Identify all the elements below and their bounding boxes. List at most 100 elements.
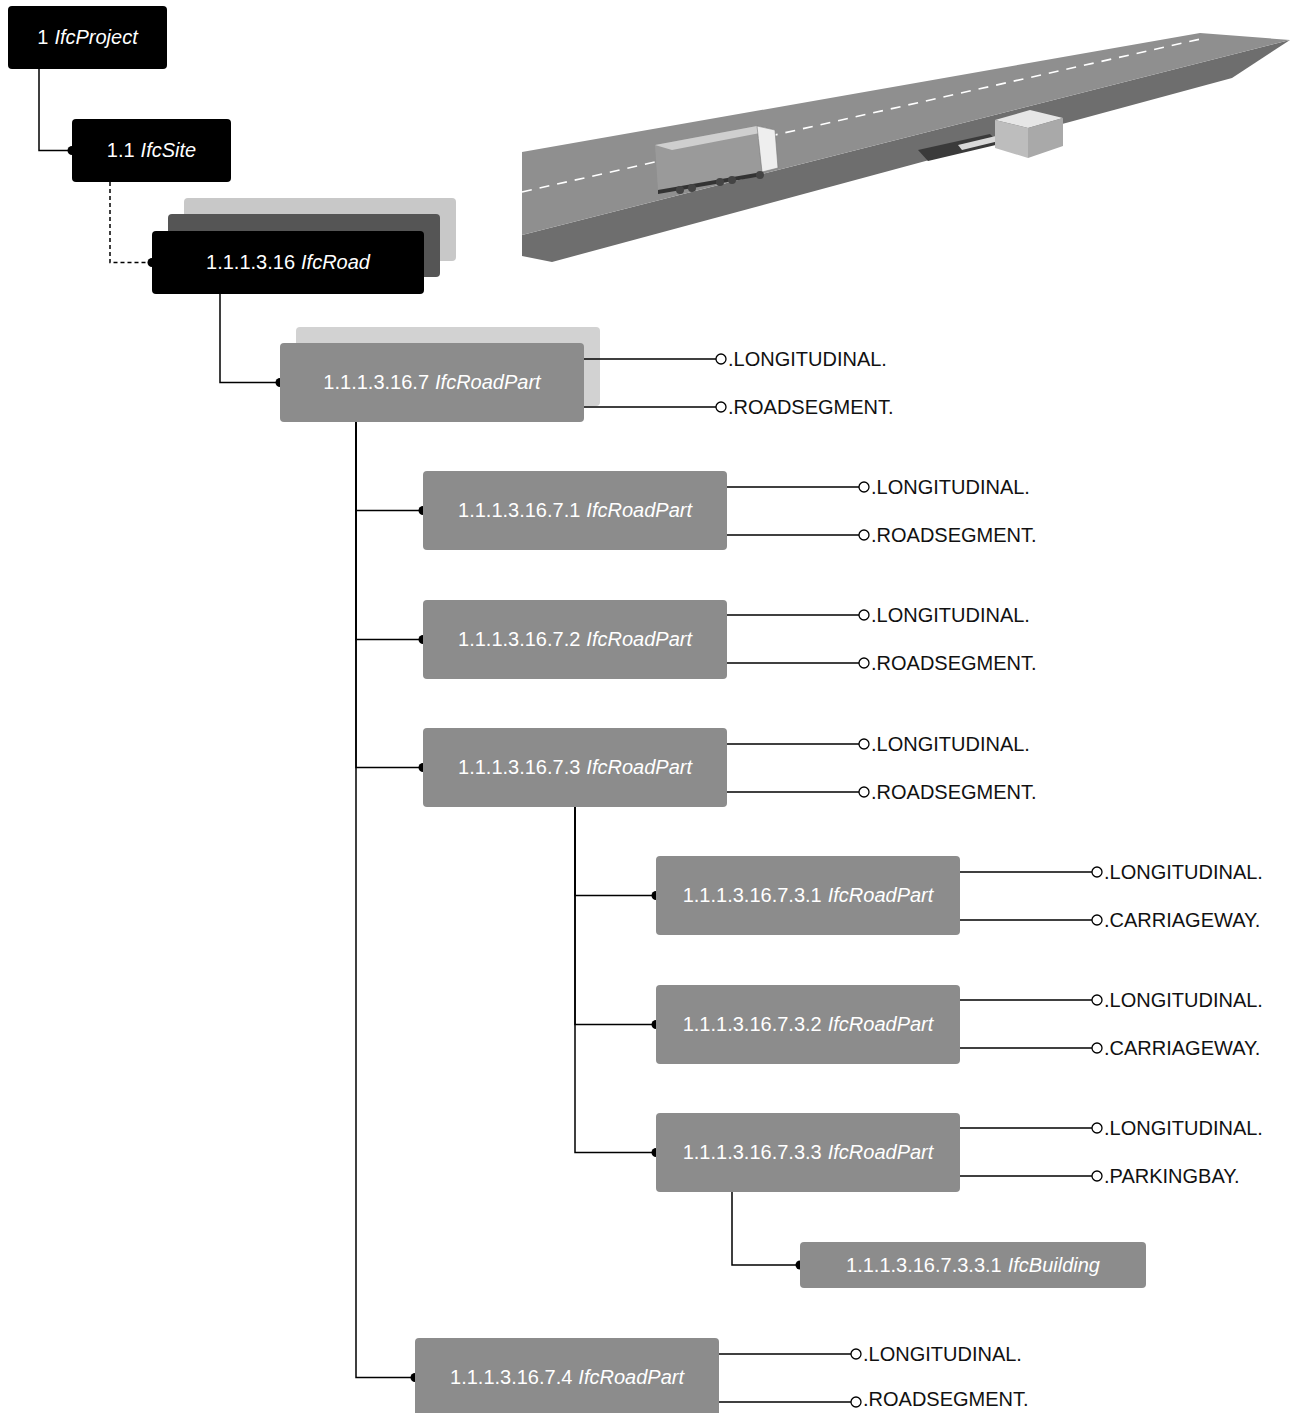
entity-box: 1IfcProject [8, 6, 167, 69]
entity-number: 1.1.1.3.16.7 [323, 371, 429, 394]
leader-line [727, 791, 859, 792]
leader-circle [851, 1349, 861, 1359]
tree-connector [39, 69, 77, 155]
entity-box: 1.1.1.3.16.7.3.1 IfcRoadPart [656, 856, 960, 935]
entity-class: IfcRoadPart [828, 1141, 934, 1164]
enum-label: .LONGITUDINAL. [871, 733, 1030, 756]
tree-connector [575, 807, 661, 1029]
entity-class: IfcRoadPart [586, 756, 692, 779]
entity-number: 1.1 [107, 139, 135, 162]
leader-line [960, 1175, 1092, 1176]
leader-circle [1092, 867, 1102, 877]
leader-line [719, 1353, 851, 1354]
entity-class: IfcSite [141, 139, 197, 162]
leader-line [960, 999, 1092, 1000]
enum-label: .LONGITUDINAL. [863, 1343, 1022, 1366]
entity-number: 1.1.1.3.16.7.3.3.1 [846, 1254, 1002, 1277]
tree-connector [356, 422, 428, 644]
tree-connector [356, 422, 428, 772]
entity-number: 1.1.1.3.16.7.3.1 [683, 884, 822, 907]
leader-circle [859, 787, 869, 797]
enum-label: .PARKINGBAY. [1104, 1165, 1240, 1188]
leader-line [584, 358, 716, 359]
entity-box: 1.1.1.3.16.7.1 IfcRoadPart [423, 471, 727, 550]
leader-circle [851, 1397, 861, 1407]
leader-circle [716, 354, 726, 364]
entity-class: IfcProject [54, 26, 137, 49]
leader-circle [859, 658, 869, 668]
entity-box: 1.1.1.3.16.7.2 IfcRoadPart [423, 600, 727, 679]
entity-class: IfcRoadPart [586, 628, 692, 651]
leader-circle [1092, 995, 1102, 1005]
truck-wheel [688, 184, 696, 192]
entity-class: IfcRoadPart [435, 371, 541, 394]
building-front [995, 120, 1028, 158]
truck-chassis [658, 172, 762, 194]
entity-class: IfcRoadPart [586, 499, 692, 522]
leader-circle [1092, 1171, 1102, 1181]
leader-circle [859, 530, 869, 540]
truck-roof [655, 126, 775, 150]
enum-label: .CARRIAGEWAY. [1104, 1037, 1260, 1060]
entity-box: 1.1.1.3.16.7.3.3IfcRoadPart [656, 1113, 960, 1192]
entity-box: 1.1 IfcSite [72, 119, 231, 182]
entity-box: 1.1.1.3.16.7.3.3.1 IfcBuilding [800, 1242, 1146, 1288]
entity-box: 1.1.1.3.16.7.3 IfcRoadPart [423, 728, 727, 807]
enum-label: .LONGITUDINAL. [1104, 989, 1263, 1012]
leader-circle [1092, 1123, 1102, 1133]
entity-box: 1.1.1.3.16.7 IfcRoadPart [280, 343, 584, 422]
entity-box: 1.1.1.3.16.7.3.2 IfcRoadPart [656, 985, 960, 1064]
enum-label: .LONGITUDINAL. [1104, 1117, 1263, 1140]
building-side [1028, 118, 1063, 158]
leader-circle [859, 739, 869, 749]
leader-line [960, 919, 1092, 920]
leader-circle [1092, 1043, 1102, 1053]
entity-number: 1.1.1.3.16.7.2 [458, 628, 580, 651]
leader-line [960, 1127, 1092, 1128]
enum-label: .LONGITUDINAL. [728, 348, 887, 371]
leader-circle [1092, 915, 1102, 925]
leader-line [719, 1401, 851, 1402]
entity-number: 1.1.1.3.16.7.3.2 [683, 1013, 822, 1036]
leader-line [960, 871, 1092, 872]
tree-connector [110, 182, 157, 267]
leader-line [727, 662, 859, 663]
tree-connector [575, 807, 661, 900]
truck-wheel [756, 171, 764, 179]
entity-box: 1.1.1.3.16IfcRoad [152, 231, 424, 294]
enum-label: .ROADSEGMENT. [871, 524, 1037, 547]
entity-number: 1.1.1.3.16.7.4 [450, 1366, 572, 1389]
entity-class: IfcBuilding [1008, 1254, 1100, 1277]
enum-label: .ROADSEGMENT. [871, 652, 1037, 675]
entity-number: 1.1.1.3.16.7.1 [458, 499, 580, 522]
leader-line [727, 614, 859, 615]
truck-cab [757, 126, 778, 172]
leader-circle [859, 610, 869, 620]
leader-line [960, 1047, 1092, 1048]
entity-class: IfcRoadPart [828, 1013, 934, 1036]
enum-label: .CARRIAGEWAY. [1104, 909, 1260, 932]
truck-wheel [728, 176, 736, 184]
leader-circle [859, 482, 869, 492]
enum-label: .ROADSEGMENT. [863, 1388, 1029, 1411]
enum-label: .ROADSEGMENT. [728, 396, 894, 419]
entity-number: 1.1.1.3.16 [206, 251, 295, 274]
leader-line [727, 743, 859, 744]
entity-class: IfcRoadPart [578, 1366, 684, 1389]
leader-line [584, 406, 716, 407]
leader-line [727, 534, 859, 535]
entity-class: IfcRoadPart [828, 884, 934, 907]
truck-wheel [716, 178, 724, 186]
tree-connector [220, 294, 285, 387]
tree-connector [732, 1192, 805, 1270]
tree-connector [575, 807, 661, 1157]
tree-connector [356, 422, 420, 1382]
leader-line [727, 486, 859, 487]
entity-number: 1.1.1.3.16.7.3 [458, 756, 580, 779]
enum-label: .LONGITUDINAL. [871, 604, 1030, 627]
centre-line [522, 38, 1205, 192]
road-surface [522, 33, 1290, 235]
enum-label: .ROADSEGMENT. [871, 781, 1037, 804]
